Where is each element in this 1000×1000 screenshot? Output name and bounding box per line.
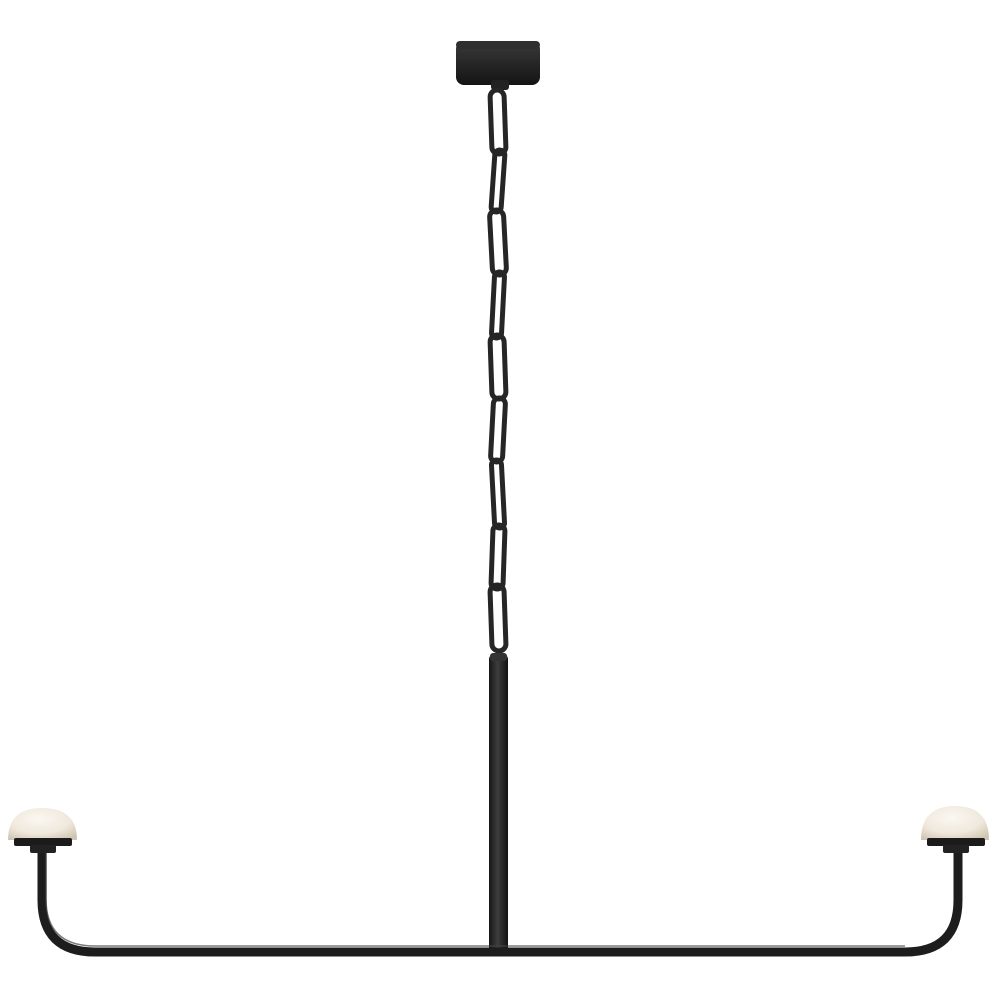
chain-link [488, 147, 508, 215]
right-glass-shade [921, 806, 989, 853]
chain-link [487, 87, 509, 157]
center-stem [489, 653, 508, 955]
chain-link [487, 207, 509, 278]
horizontal-arm [37, 845, 963, 957]
left-glass-shade [8, 808, 77, 853]
chain-link [488, 522, 508, 592]
suspension-chain [487, 87, 509, 654]
chain-link [487, 582, 509, 654]
chain-link [487, 332, 509, 402]
chain-link [489, 269, 507, 341]
ceiling-canopy [456, 41, 540, 90]
chain-link [488, 395, 508, 465]
chain-link [488, 457, 508, 531]
